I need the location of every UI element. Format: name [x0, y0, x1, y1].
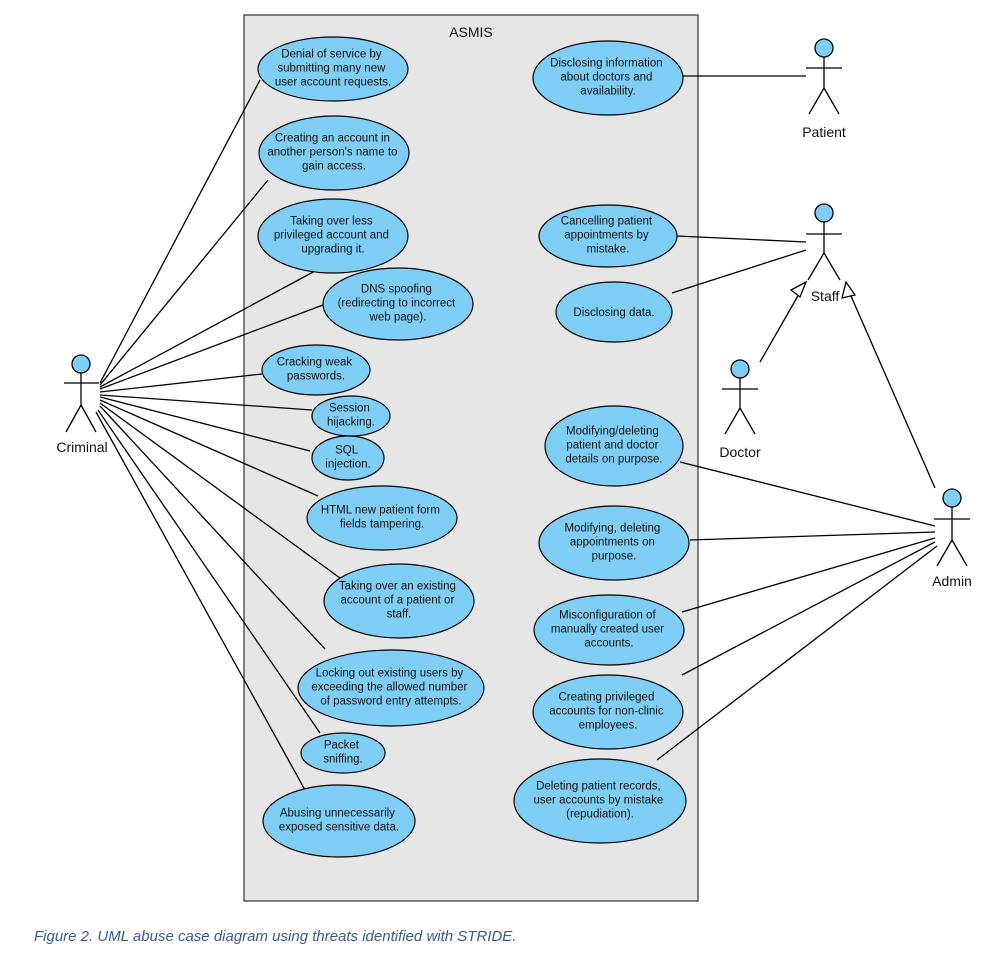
- actor-label: Admin: [932, 573, 972, 589]
- generalization-doctor-staff: [759, 293, 800, 363]
- assoc-criminal-c12: [95, 411, 306, 791]
- stick-figure-icon: [806, 38, 842, 115]
- assoc-admin-a5: [656, 545, 938, 761]
- assoc-criminal-c1: [99, 79, 261, 384]
- actor-staff[interactable]: Staff: [806, 203, 842, 304]
- use-case[interactable]: DNS spoofing (redirecting to incorrect w…: [322, 267, 474, 341]
- actor-label: Doctor: [719, 444, 761, 460]
- use-case[interactable]: Misconfiguration of manually created use…: [533, 594, 685, 666]
- generalization-arrowhead-doctor: [789, 280, 808, 299]
- use-case[interactable]: Disclosing data.: [555, 281, 673, 343]
- actor-patient[interactable]: Patient: [802, 38, 846, 140]
- assoc-criminal-c3: [99, 270, 316, 388]
- actor-admin[interactable]: Admin: [932, 488, 972, 589]
- assoc-admin-a3: [681, 537, 936, 613]
- actor-doctor[interactable]: Doctor: [719, 359, 761, 460]
- svg-text:HTML new patient form: HTML new patient form fields tampering.: [321, 505, 443, 531]
- assoc-criminal-c11: [97, 409, 321, 734]
- generalization-admin-staff: [850, 295, 936, 489]
- svg-text:Disclosing data.: Disclosing data.: [573, 307, 654, 319]
- assoc-criminal-c8: [99, 399, 319, 497]
- svg-text:Session hijacking.: Session hijacking.: [327, 403, 375, 429]
- use-case[interactable]: Creating privileged accounts for non-cli…: [532, 674, 684, 750]
- svg-text:Deleting patient records,: Deleting patient records, user accounts …: [534, 781, 667, 821]
- use-case[interactable]: Creating an account in another person's …: [258, 115, 410, 191]
- svg-text:Cracking weak password: Cracking weak passwords.: [277, 357, 356, 383]
- svg-text:Misconfiguration of ma: Misconfiguration of manually created use…: [551, 610, 667, 650]
- svg-text:Abusing unnecessarily: Abusing unnecessarily exposed sensitive …: [279, 808, 399, 834]
- use-case[interactable]: SQL injection.: [311, 435, 385, 481]
- assoc-criminal-c7: [99, 396, 311, 452]
- assoc-staff-s2: [671, 249, 807, 294]
- assoc-criminal-c4: [99, 304, 324, 390]
- svg-text:Denial of service by s: Denial of service by submitting many new…: [275, 49, 391, 89]
- svg-text:Packet sniffing.: Packet sniffing.: [323, 740, 362, 766]
- svg-text:Taking over an existing: Taking over an existing account of a pat…: [339, 581, 459, 621]
- use-case[interactable]: Modifying, deleting appointments on purp…: [538, 505, 690, 581]
- stick-figure-icon: [934, 488, 970, 567]
- assoc-admin-a1: [679, 461, 936, 527]
- svg-text:DNS spoofing (redirect: DNS spoofing (redirecting to incorrect w…: [338, 284, 459, 324]
- assoc-criminal-c10: [99, 405, 326, 650]
- svg-text:SQL injection.: SQL injection.: [325, 445, 370, 471]
- use-case[interactable]: Disclosing information about doctors and…: [532, 40, 684, 116]
- actor-label: Patient: [802, 124, 846, 140]
- svg-text:Modifying/deleting pat: Modifying/deleting patient and doctor de…: [565, 426, 662, 466]
- svg-text:Modifying, deleting ap: Modifying, deleting appointments on purp…: [564, 523, 663, 563]
- use-case[interactable]: Deleting patient records, user accounts …: [513, 758, 687, 844]
- use-case[interactable]: Locking out existing users by exceeding …: [297, 649, 485, 727]
- use-case[interactable]: Cracking weak passwords.: [261, 344, 371, 396]
- generalization-arrowhead-admin: [841, 280, 857, 299]
- use-case-list: Denial of service by submitting many new…: [257, 36, 690, 858]
- use-case[interactable]: Modifying/deleting patient and doctor de…: [544, 405, 684, 487]
- assoc-criminal-c9: [99, 402, 341, 579]
- assoc-admin-a2: [689, 531, 936, 541]
- stick-figure-icon: [722, 359, 758, 435]
- use-case[interactable]: Session hijacking.: [311, 395, 391, 437]
- assoc-staff-s1: [676, 235, 807, 243]
- use-case[interactable]: Abusing unnecessarily exposed sensitive …: [262, 784, 416, 858]
- associations: [95, 75, 938, 791]
- use-case[interactable]: Packet sniffing.: [300, 732, 386, 774]
- actor-label: Criminal: [56, 439, 107, 455]
- svg-text:Taking over less privi: Taking over less privileged account and …: [274, 216, 392, 256]
- assoc-criminal-c6: [99, 394, 313, 411]
- use-case[interactable]: HTML new patient form fields tampering.: [306, 485, 458, 551]
- stick-figure-icon: [806, 203, 842, 281]
- stick-figure-icon: [64, 354, 99, 433]
- svg-text:Disclosing information: Disclosing information about doctors and…: [550, 58, 666, 98]
- svg-text:Creating an account in: Creating an account in another person's …: [267, 133, 400, 173]
- use-case[interactable]: Taking over less privileged account and …: [257, 198, 409, 274]
- system-title: ASMIS: [449, 24, 493, 40]
- use-case[interactable]: Cancelling patient appointments by mista…: [538, 204, 678, 268]
- use-case[interactable]: Taking over an existing account of a pat…: [323, 563, 475, 639]
- actor-label: Staff: [811, 288, 840, 304]
- svg-text:Locking out existing users by: Locking out existing users by exceeding …: [311, 668, 470, 708]
- assoc-criminal-c5: [99, 373, 263, 393]
- svg-text:Cancelling patient app: Cancelling patient appointments by mista…: [561, 216, 656, 256]
- actor-criminal[interactable]: Criminal: [56, 354, 108, 455]
- use-case[interactable]: Denial of service by submitting many new…: [257, 36, 409, 102]
- assoc-admin-a4: [681, 541, 936, 676]
- assoc-criminal-c2: [99, 179, 269, 386]
- svg-text:Creating privileged ac: Creating privileged accounts for non-cli…: [549, 692, 667, 732]
- figure-caption: Figure 2. UML abuse case diagram using t…: [34, 928, 517, 945]
